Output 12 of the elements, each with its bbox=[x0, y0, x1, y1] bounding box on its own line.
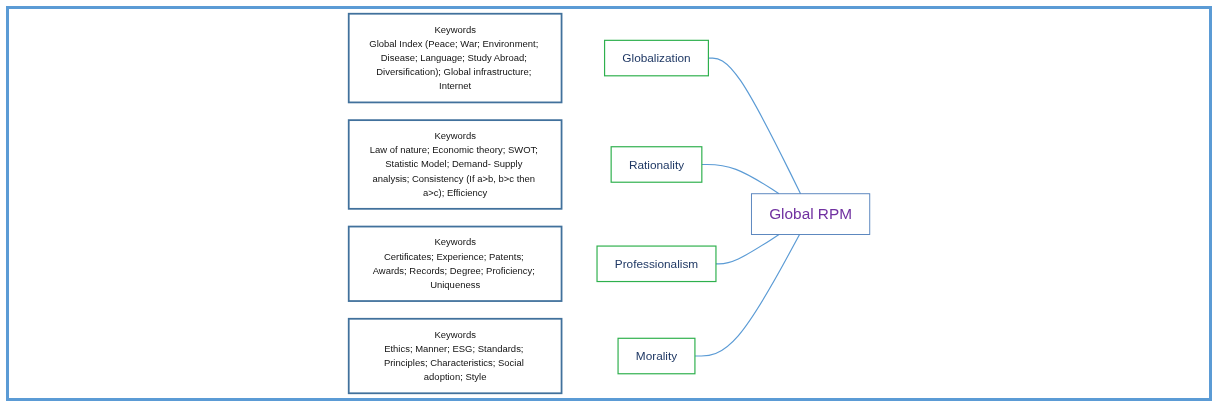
node-box: Keywords Certificates; Experience; Patents; Awards; Records; Degree; Proficiency; Uniqueness bbox=[347, 225, 563, 302]
node-box: Keywords Global Index (Peace; War; Environment; Disease; Language; Study Abroad; Diversification); Global infrastructure; Internet bbox=[347, 12, 563, 104]
node-box: Global RPM bbox=[750, 193, 870, 235]
connector bbox=[715, 233, 780, 265]
node-box: Globalization bbox=[603, 39, 709, 77]
connector bbox=[701, 163, 780, 195]
node-box: Rationality bbox=[610, 146, 703, 183]
node-box: Keywords Law of nature; Economic theory; SWOT; Statistic Model; Demand- Supply analysis; Consistency (If a>b, b>c then a>c); Efficiency bbox=[347, 119, 563, 210]
node-box: Keywords Ethics; Manner; ESG; Standards; Principles; Characteristics; Social adoption; Style bbox=[347, 317, 563, 395]
node-box: Professionalism bbox=[596, 245, 717, 283]
node-box: Morality bbox=[617, 337, 696, 375]
connector bbox=[694, 233, 800, 357]
